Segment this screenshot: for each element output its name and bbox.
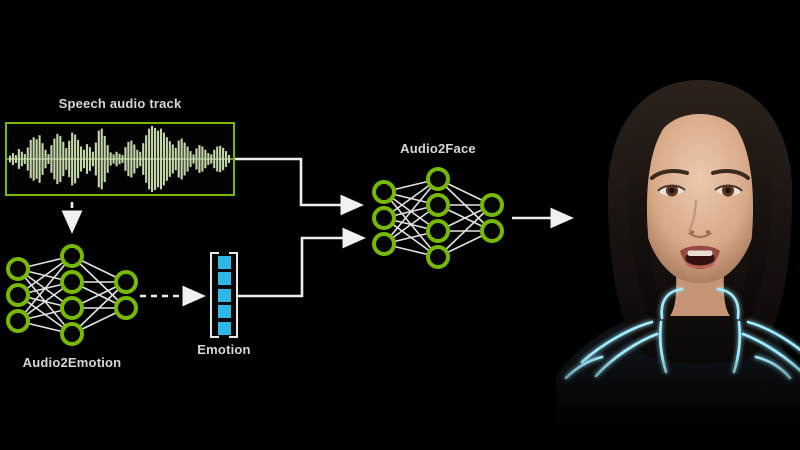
- speech-audio-track-label: Speech audio track: [58, 96, 182, 111]
- connector-emotion-to-audio2face: [237, 227, 366, 298]
- avatar-hair-back: [608, 80, 792, 364]
- avatar-eyebrow-left: [650, 168, 689, 180]
- avatar-mouth: [680, 245, 720, 269]
- avatar-face: [642, 114, 758, 283]
- emotion-vector-cell: [217, 272, 231, 285]
- audio2face-label: Audio2Face: [400, 141, 476, 156]
- avatar-hair-front-left: [627, 82, 702, 318]
- speech-waveform-box: [5, 122, 235, 196]
- vector-bracket-left-icon: [210, 252, 219, 338]
- waveform-icon: [7, 126, 233, 192]
- avatar-eyebrow-right: [711, 168, 750, 180]
- connector-waveform-to-audio2face: [235, 157, 364, 216]
- emotion-vector-cell: [217, 288, 231, 302]
- digital-human-avatar: [556, 80, 800, 450]
- emotion-vector-cell: [217, 305, 231, 318]
- portrait-bottom-fade: [556, 355, 800, 450]
- emotion-vector-cell: [217, 321, 231, 335]
- avatar-eye-right: [714, 184, 743, 197]
- avatar-hair-front-right: [698, 82, 773, 318]
- avatar-neck-shadow: [678, 246, 722, 268]
- avatar-suit-glow-lines: [564, 287, 800, 380]
- avatar-nose: [688, 199, 712, 239]
- emotion-vector-cell: [217, 255, 231, 269]
- emotion-label: Emotion: [197, 342, 251, 357]
- audio2emotion-network-icon: [6, 244, 138, 346]
- audio2face-network-icon: [372, 167, 504, 269]
- avatar-suit: [556, 308, 800, 450]
- emotion-vector: [210, 252, 238, 338]
- avatar-neck: [670, 246, 730, 316]
- avatar-eye-left: [657, 184, 686, 197]
- vector-bracket-right-icon: [229, 252, 238, 338]
- audio2emotion-label: Audio2Emotion: [22, 355, 122, 370]
